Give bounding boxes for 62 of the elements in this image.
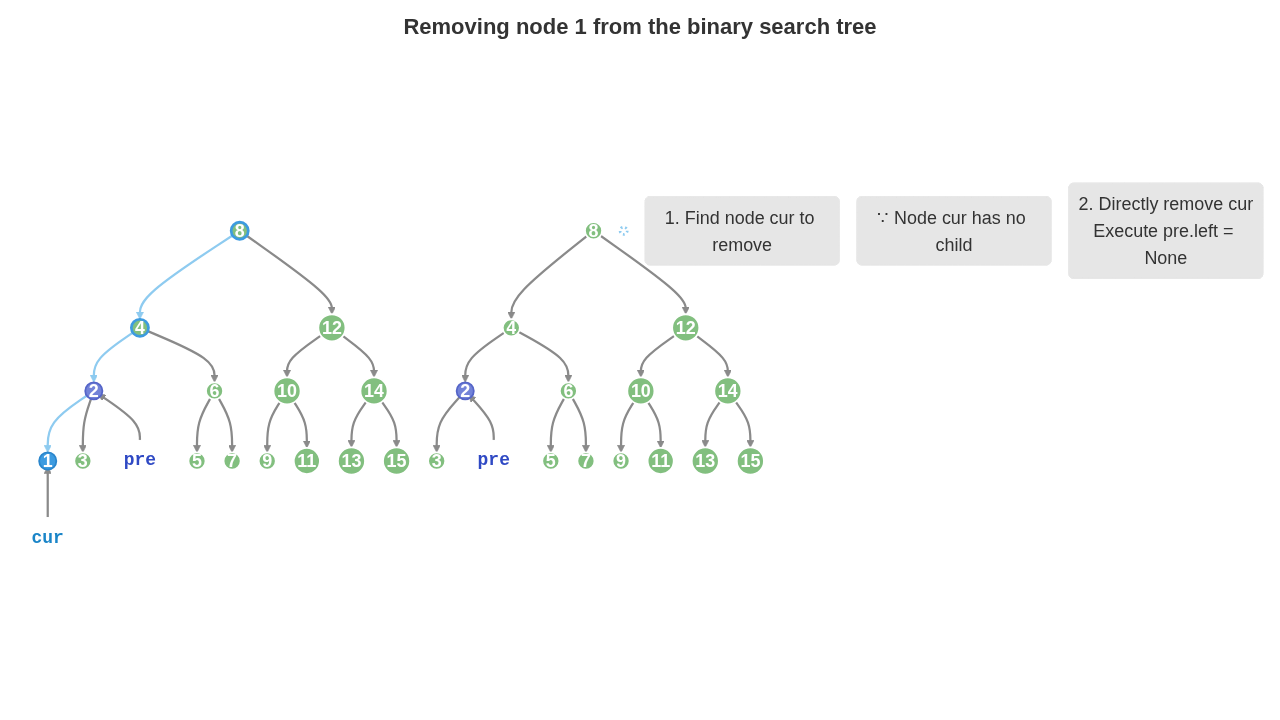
node-circle: 5 — [541, 451, 561, 471]
arrow — [263, 401, 281, 453]
arrow — [78, 398, 93, 453]
node-circle: 10 — [626, 376, 656, 406]
arrow — [89, 331, 134, 383]
arrow — [217, 397, 237, 453]
arrow — [468, 394, 495, 441]
arrow — [147, 330, 219, 383]
node-circle: 12 — [671, 313, 701, 343]
arrow — [381, 401, 401, 448]
node-circle: 3 — [73, 451, 93, 471]
node-circle: 11 — [646, 447, 675, 475]
node-circle: 9 — [611, 451, 631, 471]
node-circle: 11 — [292, 447, 321, 475]
arrow — [695, 335, 732, 378]
arrow — [636, 334, 676, 378]
arrow — [193, 397, 212, 453]
arrow — [617, 401, 635, 453]
node-circle: 15 — [735, 446, 765, 476]
node-circle — [618, 225, 629, 236]
node-text: pre — [123, 450, 157, 471]
node-text: cur — [31, 527, 64, 549]
node-text: pre — [477, 450, 510, 471]
arrow — [734, 401, 755, 448]
arrow — [43, 394, 88, 453]
node-circle: 5 — [187, 451, 207, 471]
node-circle: 8 — [584, 221, 603, 241]
diagram-title: Removing node 1 from the binary search tree — [403, 14, 877, 40]
arrow — [135, 234, 234, 320]
node-circle: 15 — [382, 446, 412, 476]
arrow — [546, 397, 566, 453]
node-circle: 8 — [229, 220, 250, 241]
node-circle: 12 — [317, 313, 347, 343]
arrow — [518, 330, 573, 383]
node-circle: 14 — [359, 376, 389, 406]
arrow — [246, 234, 336, 315]
node-circle: 7 — [222, 451, 242, 471]
node-circle: 4 — [130, 317, 150, 338]
node-circle: 2 — [455, 381, 475, 401]
node-circle: 7 — [576, 451, 596, 471]
node-circle: 6 — [205, 381, 224, 401]
node-circle: 14 — [713, 376, 743, 406]
arrow — [293, 401, 311, 449]
node-circle: 2 — [84, 381, 104, 401]
node-circle: 13 — [690, 446, 720, 476]
arrow — [701, 401, 721, 448]
arrow — [461, 331, 505, 383]
node-circle: 13 — [337, 446, 366, 476]
arrow — [571, 397, 590, 453]
node-circle: 9 — [257, 451, 277, 471]
node-circle: 4 — [501, 318, 521, 338]
node-circle: 6 — [558, 381, 578, 401]
arrow — [507, 235, 588, 320]
node-circle: 3 — [427, 451, 447, 471]
node-circle: 10 — [272, 376, 302, 406]
arrow — [599, 234, 690, 315]
arrow — [432, 396, 461, 453]
arrow — [283, 334, 322, 378]
node-circle: 1 — [38, 451, 58, 471]
arrow — [647, 401, 665, 449]
arrow — [342, 335, 378, 378]
arrow — [347, 401, 368, 448]
